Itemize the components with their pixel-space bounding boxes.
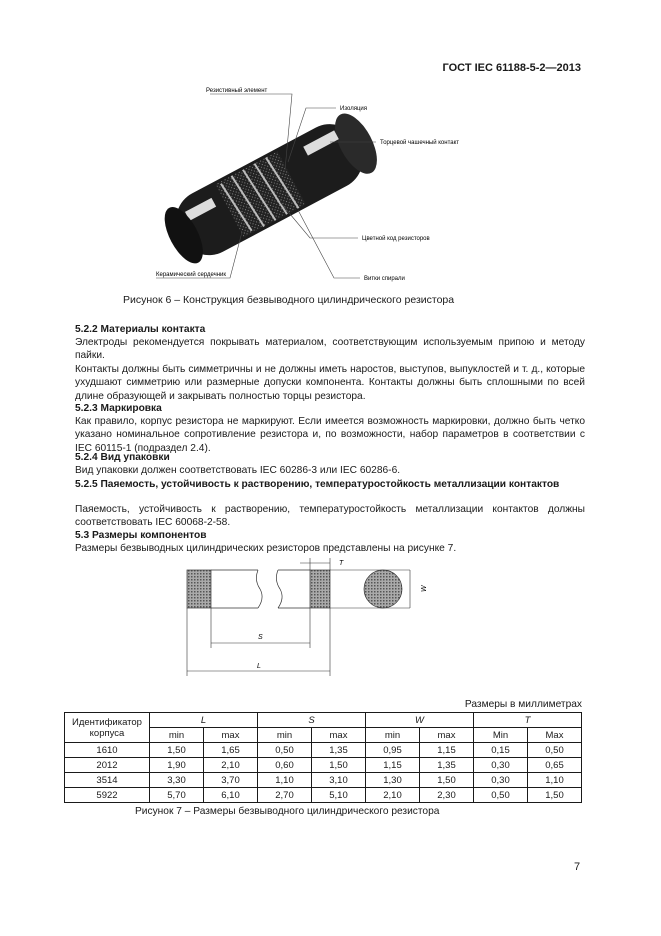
table-cell: 0,50 [473, 787, 528, 803]
dim-l-label: L [257, 663, 261, 670]
id-header: Идентификатор корпуса [64, 712, 150, 743]
table-row: 5922 5,70 6,10 2,70 5,10 2,10 2,30 0,50 … [64, 787, 582, 803]
section-522-p2: Контакты должны быть симметричны и не до… [75, 364, 585, 402]
table-cell: 0,15 [473, 742, 528, 758]
table-cell: 2,10 [365, 787, 420, 803]
table-cell: 5,10 [311, 787, 366, 803]
table-cell: 5,70 [149, 787, 204, 803]
figure7-caption: Рисунок 7 – Размеры безвыводного цилиндр… [135, 806, 440, 817]
table-cell: 6,10 [203, 787, 258, 803]
section-524-p1: Вид упаковки должен соответствовать IEC … [75, 465, 401, 476]
section-523-title: 5.2.3 Маркировка [75, 403, 162, 414]
table-row: 3514 3,30 3,70 1,10 3,10 1,30 1,50 0,30 … [64, 772, 582, 788]
table-cell: 1,15 [419, 742, 474, 758]
table-row: 2012 1,90 2,10 0,60 1,50 1,15 1,35 0,30 … [64, 757, 582, 773]
table-cell: 1,10 [527, 772, 582, 788]
section-53-p1: Размеры безвыводных цилиндрических резис… [75, 543, 457, 554]
table-cell: 1,50 [149, 742, 204, 758]
subheader: min [257, 727, 312, 743]
label-color-code: Цветной код резисторов [362, 235, 430, 242]
table-cell: 1,30 [365, 772, 420, 788]
table-cell: 1,50 [419, 772, 474, 788]
group-t: T [473, 712, 582, 728]
table-cell: 2,70 [257, 787, 312, 803]
right-end-cap [309, 569, 331, 609]
table-cell: 3,10 [311, 772, 366, 788]
table-cell: 0,50 [257, 742, 312, 758]
table-cell: 2012 [64, 757, 150, 773]
table-cell: 3,30 [149, 772, 204, 788]
dim-w-label: W [421, 584, 428, 592]
table-cell: 0,30 [473, 772, 528, 788]
table-cell: 5922 [64, 787, 150, 803]
table-cell: 0,95 [365, 742, 420, 758]
table-cell: 1,50 [311, 757, 366, 773]
group-l: L [149, 712, 258, 728]
section-525-p1: Паяемость, устойчивость к растворению, т… [75, 504, 585, 529]
subheader: Min [473, 727, 528, 743]
section-522-p1: Электроды рекомендуется покрывать матери… [75, 337, 585, 362]
subheader: max [419, 727, 474, 743]
table-cell: 0,30 [473, 757, 528, 773]
table-cell: 0,65 [527, 757, 582, 773]
dim-t-label: T [339, 560, 344, 567]
dim-s-label: S [258, 634, 263, 641]
figure6-drawing: Резистивный элемент Изоляция Торцевой ча… [156, 87, 459, 282]
group-s: S [257, 712, 366, 728]
resistor-body [164, 113, 377, 264]
group-w: W [365, 712, 474, 728]
units-note: Размеры в миллиметрах [464, 699, 582, 710]
subheader: Max [527, 727, 582, 743]
section-524-title: 5.2.4 Вид упаковки [75, 452, 170, 463]
section-522-title: 5.2.2 Материалы контакта [75, 324, 206, 335]
figure6-caption: Рисунок 6 – Конструкция безвыводного цил… [123, 294, 455, 306]
label-spiral-turns: Витки спирали [364, 276, 405, 282]
table-cell: 1,10 [257, 772, 312, 788]
page-number: 7 [574, 861, 581, 873]
label-insulation: Изоляция [340, 106, 367, 112]
table-cell: 1610 [64, 742, 150, 758]
table-cell: 1,90 [149, 757, 204, 773]
table-header-row: Идентификатор корпуса L S W T [64, 712, 582, 743]
label-resistive-element: Резистивный элемент [206, 87, 268, 94]
subheader: max [203, 727, 258, 743]
standard-header: ГОСТ IEC 61188-5-2—2013 [442, 62, 582, 74]
figure7-drawing: T W S L [186, 558, 428, 676]
table-cell: 1,50 [527, 787, 582, 803]
table-cell: 3514 [64, 772, 150, 788]
table-cell: 1,15 [365, 757, 420, 773]
subheader: max [311, 727, 366, 743]
label-ceramic-core: Керамический сердечник [156, 271, 226, 278]
table-cell: 0,60 [257, 757, 312, 773]
end-view-circle [363, 569, 403, 609]
section-523-p1: Как правило, корпус резистора не маркиру… [75, 416, 585, 454]
subheader: min [149, 727, 204, 743]
table-cell: 3,70 [203, 772, 258, 788]
table-cell: 1,35 [419, 757, 474, 773]
dimensions-table: Идентификатор корпуса L S W T min max mi… [64, 712, 582, 803]
section-525-title: 5.2.5 Паяемость, устойчивость к растворе… [75, 479, 560, 490]
label-end-cap: Торцевой чашечный контакт [380, 139, 459, 146]
table-cell: 2,10 [203, 757, 258, 773]
section-53-title: 5.3 Размеры компонентов [75, 530, 207, 541]
table-cell: 1,35 [311, 742, 366, 758]
subheader: min [365, 727, 420, 743]
table-cell: 0,50 [527, 742, 582, 758]
table-row: 1610 1,50 1,65 0,50 1,35 0,95 1,15 0,15 … [64, 742, 582, 758]
table-cell: 1,65 [203, 742, 258, 758]
table-cell: 2,30 [419, 787, 474, 803]
left-end-cap [186, 569, 212, 609]
